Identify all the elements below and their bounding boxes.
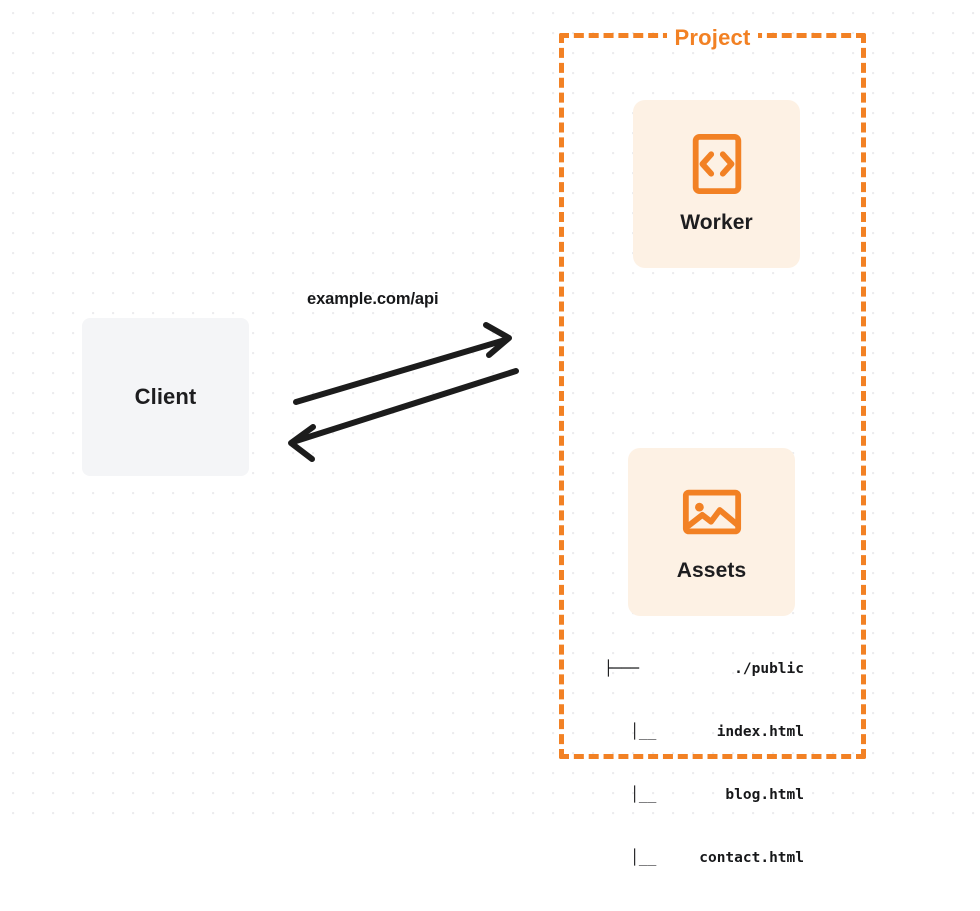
diagram-canvas: Client example.com/api Project Worker: [0, 0, 980, 866]
file-tree-branch: │__: [604, 850, 657, 866]
client-node[interactable]: Client: [82, 318, 249, 476]
response-arrow: [288, 368, 519, 462]
project-container: Project: [559, 25, 866, 759]
file-tree-branch: ├───: [604, 661, 639, 677]
file-tree-branch: │__: [604, 787, 657, 803]
file-tree-name: ./public: [734, 661, 804, 677]
assets-node-label: Assets: [676, 559, 747, 582]
file-tree-name: blog.html: [725, 787, 804, 803]
file-tree-row: │__ contact.html: [604, 848, 804, 869]
file-tree: ├───./public │__index.html │__blog.html …: [604, 617, 804, 911]
file-tree-name: contact.html: [699, 850, 804, 866]
file-tree-branch: │__: [604, 724, 657, 740]
file-tree-row: ├─── ./public: [604, 659, 804, 680]
connection-label: example.com/api: [307, 290, 439, 308]
request-arrow: [293, 322, 512, 405]
file-tree-row: │__ blog.html: [604, 785, 804, 806]
worker-node[interactable]: Worker: [633, 100, 800, 268]
project-title: Project: [666, 25, 759, 51]
client-node-label: Client: [134, 384, 197, 409]
file-tree-row: │__ index.html: [604, 722, 804, 743]
worker-node-label: Worker: [680, 211, 753, 234]
file-tree-name: index.html: [716, 724, 804, 740]
code-brackets-icon: [692, 133, 741, 195]
assets-node[interactable]: Assets: [628, 448, 795, 616]
image-icon: [682, 489, 741, 535]
